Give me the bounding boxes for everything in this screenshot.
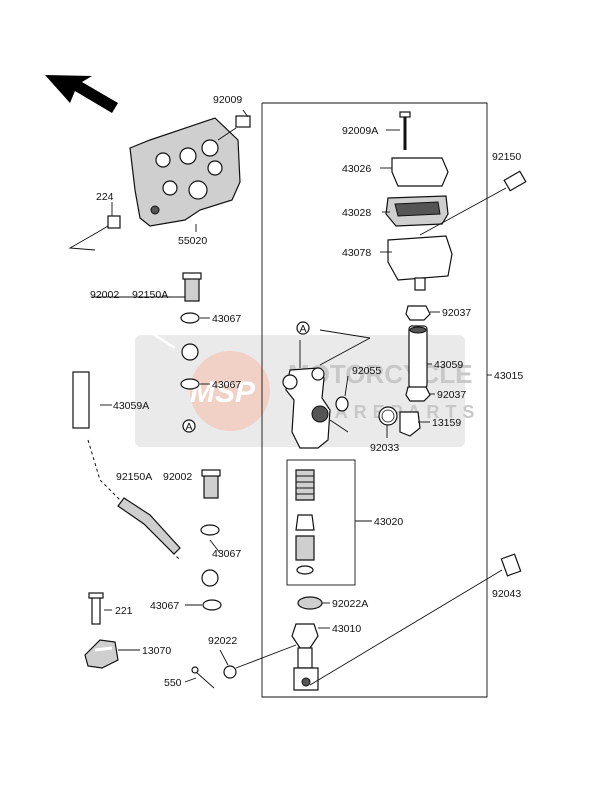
label-92037-b: 92037: [437, 389, 466, 401]
label-43059: 43059: [434, 359, 463, 371]
label-43059A: 43059A: [113, 400, 149, 412]
washer-43067-a-part: [180, 312, 200, 324]
label-43020: 43020: [374, 516, 403, 528]
bolt-92009-part: [217, 109, 251, 141]
reference-a-top-label: A: [300, 323, 307, 335]
pin-92043-part: [309, 553, 522, 686]
label-43026: 43026: [342, 163, 371, 175]
assembly-frame: [261, 102, 488, 698]
oring-92055-part: [335, 396, 349, 412]
washer-43067-c-part: [200, 524, 220, 536]
label-43078: 43078: [342, 247, 371, 259]
piston-kit-box: [286, 459, 356, 586]
clamp-92037-b-part: [405, 386, 431, 402]
banjo-bolt-bottom-part: [201, 469, 221, 499]
bolt-92150-part: [419, 170, 527, 236]
label-43010: 43010: [332, 623, 361, 635]
hose-43059-part: [408, 325, 428, 389]
boot-92022A-part: [297, 596, 323, 610]
label-92150A-b: 92150A: [116, 471, 152, 483]
watermark-logo: MSP: [190, 376, 256, 409]
nut-92022-part: [223, 644, 297, 679]
reservoir-cap-part: [391, 157, 449, 187]
reference-a-top: A: [296, 321, 310, 335]
brake-hose-part: [72, 310, 219, 587]
fitting-13159-part: [399, 411, 421, 437]
reservoir-part: [387, 235, 453, 291]
label-92043: 92043: [492, 588, 521, 600]
bolt-224-part: [68, 215, 121, 251]
label-550: 550: [164, 677, 182, 689]
label-92037-a: 92037: [442, 307, 471, 319]
label-43067-d: 43067: [150, 600, 179, 612]
label-221: 221: [115, 605, 133, 617]
label-92150-top: 92150: [492, 151, 521, 163]
label-92055: 92055: [352, 365, 381, 377]
label-13159: 13159: [432, 417, 461, 429]
label-43067-a: 43067: [212, 313, 241, 325]
clamp-92037-a-part: [405, 305, 431, 321]
label-224: 224: [96, 191, 114, 203]
label-43028: 43028: [342, 207, 371, 219]
reference-a-left-label: A: [186, 421, 193, 433]
part-labels: 92009 92009A 92150 43026 43028 43078 224…: [90, 94, 523, 689]
label-92009A: 92009A: [342, 125, 378, 137]
cotter-pin-550-part: [191, 666, 215, 689]
master-cylinder-part: [282, 340, 331, 449]
leader-lines: [92, 129, 492, 683]
oring-92033-part: [378, 406, 398, 426]
label-43015: 43015: [494, 370, 523, 382]
clamp-13070-part: [84, 639, 119, 669]
label-92009: 92009: [213, 94, 242, 106]
label-55020: 55020: [178, 235, 207, 247]
label-92022A: 92022A: [332, 598, 368, 610]
washer-43067-b-part: [180, 378, 200, 390]
screw-221-part: [88, 592, 104, 625]
label-92033: 92033: [370, 442, 399, 454]
push-rod-part: [291, 623, 319, 691]
label-13070: 13070: [142, 645, 171, 657]
front-direction-arrow-icon: [45, 75, 118, 113]
heel-guard-part: [129, 117, 241, 227]
reference-a-left: A: [182, 419, 196, 433]
label-43067-b: 43067: [212, 379, 241, 391]
label-92002-b: 92002: [163, 471, 192, 483]
bolt-92009A-part: [399, 111, 411, 150]
label-92002-a: 92002: [90, 289, 119, 301]
label-92022: 92022: [208, 635, 237, 647]
label-43067-c: 43067: [212, 548, 241, 560]
label-92150A-a: 92150A: [132, 289, 168, 301]
diaphragm-part: [385, 195, 449, 227]
banjo-bolt-top-part: [182, 272, 202, 302]
washer-43067-d-part: [202, 599, 222, 611]
